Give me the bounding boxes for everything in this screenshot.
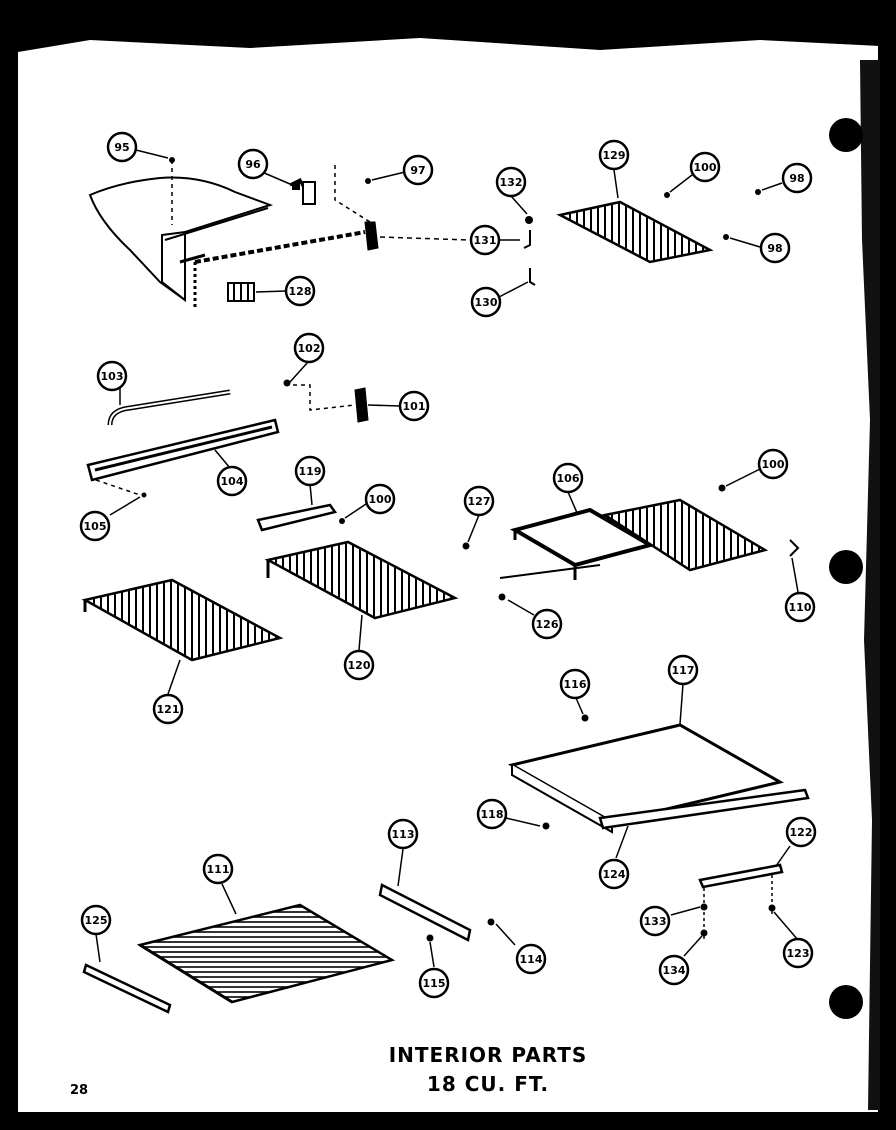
callout-114: 114 (515, 943, 547, 975)
callout-100: 100 (757, 448, 789, 480)
part-122-trim-strip (698, 863, 784, 940)
svg-text:95: 95 (114, 141, 129, 154)
svg-text:131: 131 (474, 234, 497, 247)
callout-101: 101 (398, 390, 430, 422)
svg-text:132: 132 (500, 176, 523, 189)
svg-text:119: 119 (299, 465, 322, 478)
trim-rails-103-104 (86, 379, 369, 498)
svg-text:128: 128 (289, 285, 312, 298)
callout-121: 121 (152, 693, 184, 725)
svg-text:121: 121 (157, 703, 180, 716)
callout-122: 122 (785, 816, 817, 848)
callout-126: 126 (531, 608, 563, 640)
callout-123: 123 (782, 937, 814, 969)
svg-text:100: 100 (762, 458, 785, 471)
svg-text:98: 98 (789, 172, 804, 185)
svg-text:115: 115 (423, 977, 446, 990)
svg-text:100: 100 (369, 493, 392, 506)
svg-text:97: 97 (410, 164, 425, 177)
part-121-wire-shelf (81, 578, 284, 662)
diagram-caption-title: INTERIOR PARTS (388, 1043, 588, 1067)
diagram-caption-subtitle: 18 CU. FT. (426, 1072, 550, 1096)
callout-97: 97 (402, 154, 434, 186)
svg-text:110: 110 (789, 601, 812, 614)
callout-96: 96 (237, 148, 269, 180)
svg-text:98: 98 (767, 242, 782, 255)
svg-text:126: 126 (536, 618, 559, 631)
svg-text:100: 100 (694, 161, 717, 174)
callout-113: 113 (387, 818, 419, 850)
part-117-glass-shelf (507, 714, 810, 834)
svg-text:116: 116 (564, 678, 587, 691)
callout-134: 134 (658, 954, 690, 986)
callout-100: 100 (689, 151, 721, 183)
callout-98: 98 (759, 232, 791, 264)
part-129-wire-shelf (556, 200, 714, 264)
svg-text:113: 113 (392, 828, 415, 841)
part-106-shelf-frame (462, 484, 800, 601)
svg-text:124: 124 (603, 868, 626, 881)
svg-text:129: 129 (603, 149, 626, 162)
part-128-grille (227, 282, 255, 302)
part-120-wire-shelf (264, 540, 459, 620)
svg-text:122: 122 (790, 826, 813, 839)
callout-115: 115 (418, 967, 450, 999)
svg-text:102: 102 (298, 342, 321, 355)
callout-100: 100 (364, 483, 396, 515)
callout-103: 103 (96, 360, 128, 392)
callout-130: 130 (470, 286, 502, 318)
svg-text:105: 105 (84, 520, 107, 533)
svg-text:127: 127 (468, 495, 491, 508)
callout-127: 127 (463, 485, 495, 517)
svg-text:103: 103 (101, 370, 124, 383)
callout-124: 124 (598, 858, 630, 890)
callout-102: 102 (293, 332, 325, 364)
svg-text:125: 125 (85, 914, 108, 927)
callouts: 95 96 97 132 129 100 98 131 98 128 130 1… (79, 131, 817, 999)
svg-text:104: 104 (221, 475, 244, 488)
svg-text:114: 114 (520, 953, 543, 966)
callout-98: 98 (781, 162, 813, 194)
callout-111: 111 (202, 853, 234, 885)
svg-text:133: 133 (644, 915, 667, 928)
svg-text:96: 96 (245, 158, 261, 171)
callout-125: 125 (80, 904, 112, 936)
binder-holes (829, 118, 863, 1019)
hardware-top-row (169, 157, 761, 286)
callout-117: 117 (667, 654, 699, 686)
callout-131: 131 (469, 224, 501, 256)
part-111-crisper-shelf (136, 903, 396, 1004)
callout-133: 133 (639, 905, 671, 937)
support-rails-113-125 (82, 883, 495, 1014)
svg-text:130: 130 (475, 296, 498, 309)
callout-105: 105 (79, 510, 111, 542)
callout-104: 104 (216, 465, 248, 497)
callout-120: 120 (343, 649, 375, 681)
svg-text:106: 106 (557, 472, 580, 485)
callout-132: 132 (495, 166, 527, 198)
svg-text:123: 123 (787, 947, 810, 960)
svg-text:134: 134 (663, 964, 686, 977)
callout-95: 95 (106, 131, 138, 163)
callout-leader-lines (95, 149, 799, 968)
callout-106: 106 (552, 462, 584, 494)
page-number: 28 (70, 1083, 89, 1098)
svg-text:118: 118 (481, 808, 504, 821)
callout-110: 110 (784, 591, 816, 623)
cabinet-liner-corner (88, 176, 274, 303)
callout-129: 129 (598, 139, 630, 171)
callout-116: 116 (559, 668, 591, 700)
svg-text:120: 120 (348, 659, 371, 672)
svg-text:111: 111 (207, 863, 230, 876)
callout-118: 118 (476, 798, 508, 830)
svg-text:117: 117 (672, 664, 695, 677)
part-119-bracket (256, 503, 345, 532)
callout-128: 128 (284, 275, 316, 307)
svg-text:101: 101 (403, 400, 426, 413)
callout-119: 119 (294, 455, 326, 487)
